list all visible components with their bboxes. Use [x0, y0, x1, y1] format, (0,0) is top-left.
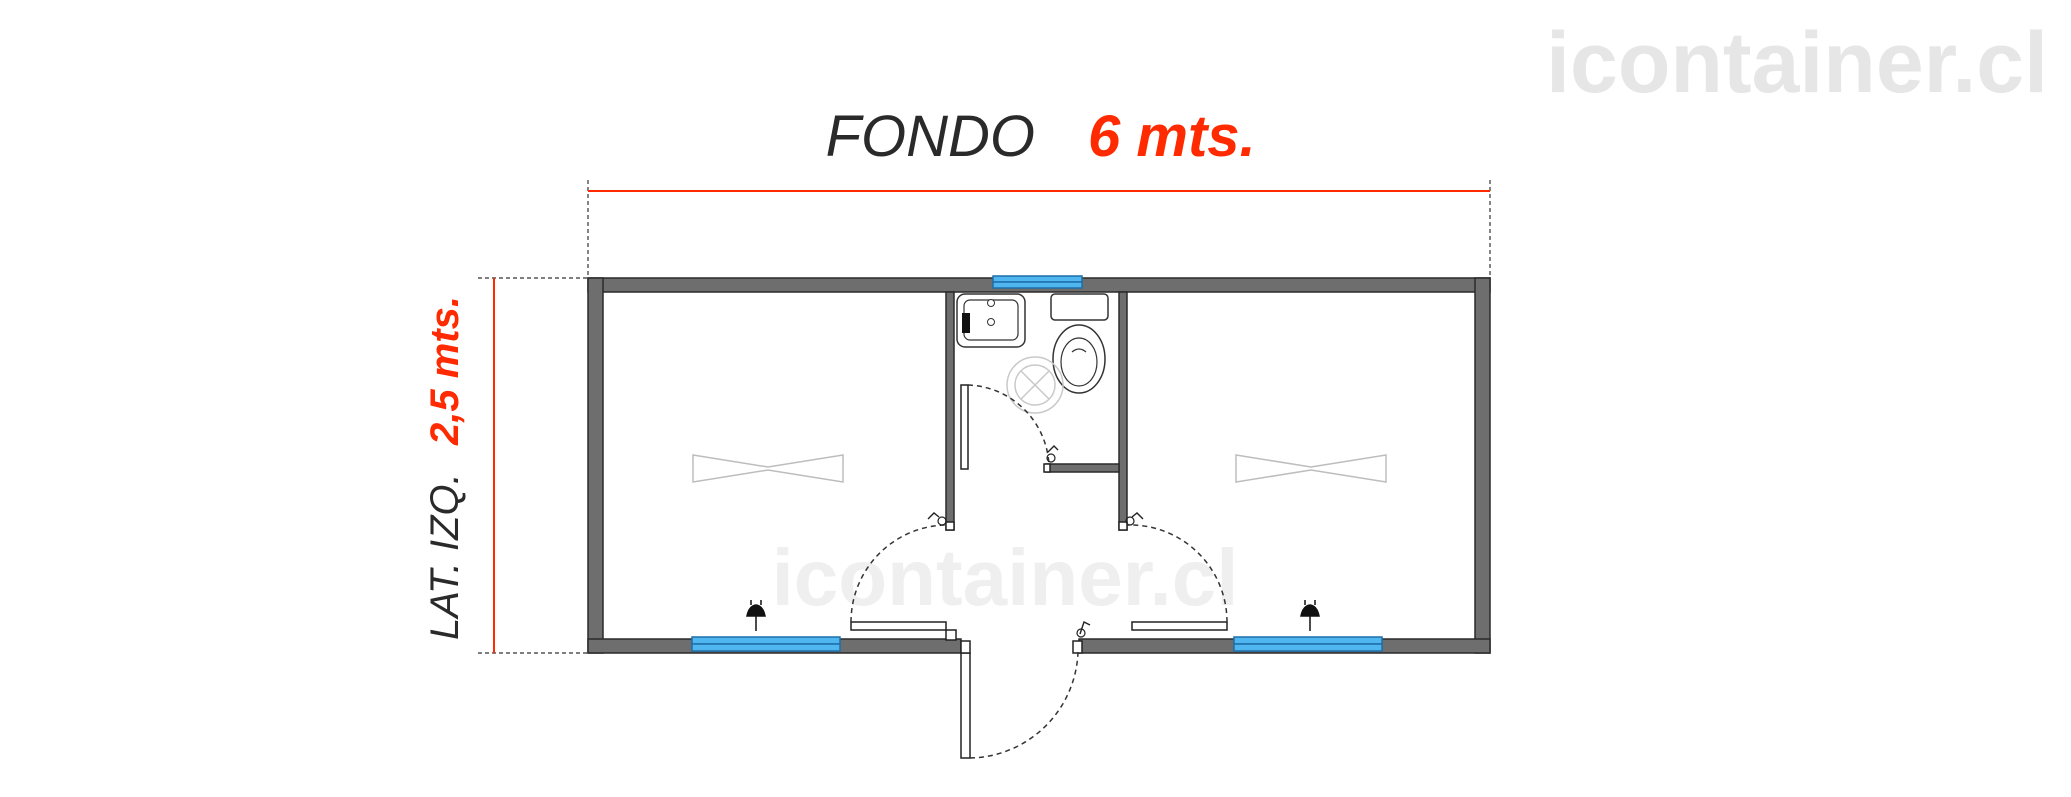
right-room-door [1118, 512, 1228, 631]
watermark-top: icontainer.cl [1546, 15, 2048, 111]
right-outlet-icon [1300, 600, 1320, 631]
bathroom-door [960, 384, 1059, 473]
toilet-icon [1050, 293, 1109, 394]
sink-icon [956, 293, 1026, 348]
window-bottom-right [1233, 636, 1383, 652]
window-top [992, 275, 1083, 289]
left-bed-outline [692, 454, 844, 483]
left-outlet-icon [746, 600, 766, 631]
right-bed-outline [1235, 454, 1387, 483]
floor-drain-icon [1006, 356, 1064, 414]
outer-walls [587, 277, 1491, 654]
height-label: LAT. IZQ. [423, 473, 467, 640]
watermark-center: icontainer.cl [772, 533, 1239, 622]
width-label: FONDO [826, 104, 1035, 169]
left-room-door [850, 512, 957, 641]
height-value: 2,5 mts. [423, 296, 467, 446]
width-value: 6 mts. [1088, 104, 1256, 169]
height-label-group: LAT. IZQ. 2,5 mts. [423, 296, 467, 640]
height-dimension-line [478, 277, 588, 654]
entrance-door [960, 621, 1091, 759]
width-dimension-line [587, 180, 1491, 278]
window-bottom-left [691, 636, 841, 652]
